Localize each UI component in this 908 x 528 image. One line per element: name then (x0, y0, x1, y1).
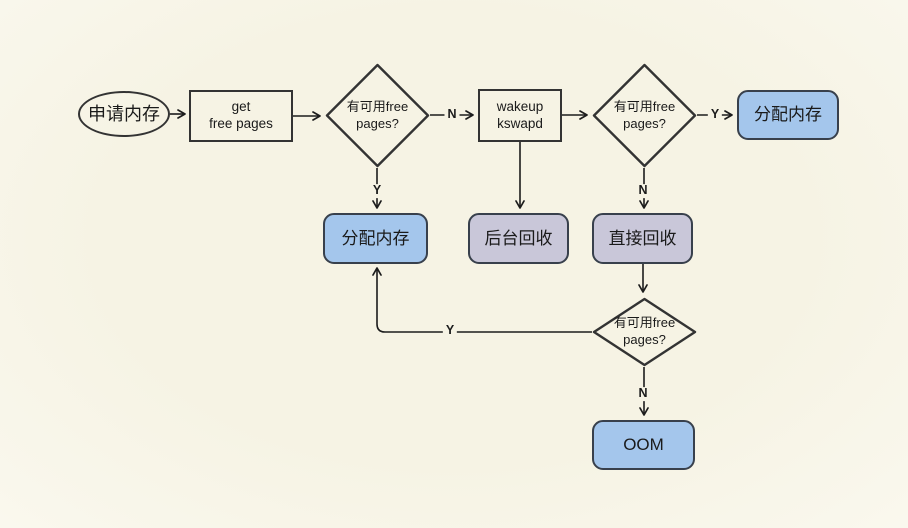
node-get-free-pages: get free pages (189, 90, 293, 142)
edge-label-check1-no: N (444, 107, 460, 122)
edge-label-check2-yes: Y (707, 107, 723, 122)
node-background-reclaim: 后台回收 (468, 213, 569, 264)
edge-check3-yes-to-alloc-mid (372, 267, 592, 333)
diamond-shape (592, 297, 697, 367)
node-alloc-memory-mid: 分配内存 (323, 213, 428, 264)
diamond-shape (592, 63, 697, 168)
node-check-free-3: 有可用free pages? (592, 297, 697, 367)
node-direct-reclaim: 直接回收 (592, 213, 693, 264)
edge-label-check2-no: N (635, 183, 651, 198)
node-check-free-1-label: 有可用free pages? (346, 98, 409, 131)
edge-label-check3-yes: Y (442, 323, 458, 338)
node-check-free-2: 有可用free pages? (592, 63, 697, 168)
diamond-shape (325, 63, 430, 168)
node-start: 申请内存 (78, 91, 170, 137)
edge-label-check1-yes: Y (369, 183, 385, 198)
node-check-free-1: 有可用free pages? (325, 63, 430, 168)
node-check-free-3-label: 有可用free pages? (613, 315, 676, 347)
edge-label-check3-no: N (635, 386, 651, 401)
node-wakeup-kswapd: wakeup kswapd (478, 89, 562, 142)
node-check-free-2-label: 有可用free pages? (613, 98, 676, 131)
node-alloc-memory-right: 分配内存 (737, 90, 839, 140)
node-oom: OOM (592, 420, 695, 470)
